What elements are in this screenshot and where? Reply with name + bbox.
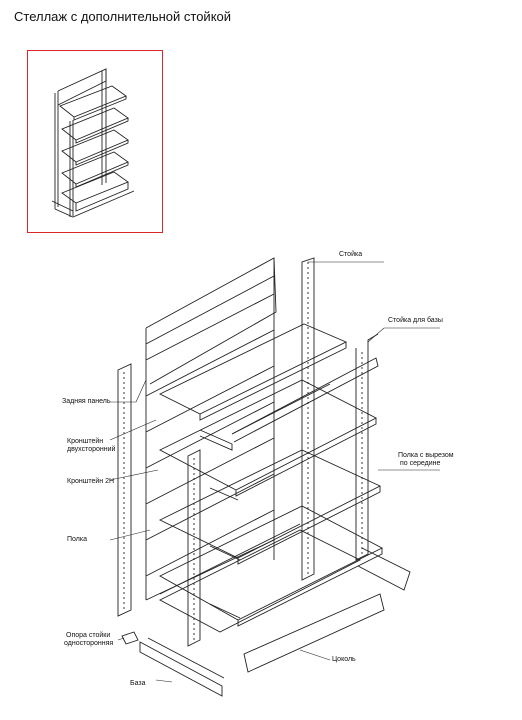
base: [139, 547, 411, 697]
callout-bracket-2h: Кронштейн 2Н: [67, 478, 115, 485]
callout-bracket-double-line2: двухсторонний: [67, 446, 116, 453]
shelves: [158, 323, 383, 633]
callout-shelf-cut-line2: по середине: [400, 460, 441, 467]
upright-base: [355, 333, 379, 561]
upright-front: [117, 363, 132, 617]
callout-support-line1: Опора стойки: [66, 632, 111, 639]
assembled-shelf-thumbnail: [51, 68, 135, 218]
exploded-shelf-drawing: [109, 257, 440, 697]
callout-base: База: [130, 680, 146, 687]
upright-rear: [301, 257, 315, 581]
preview-frame[interactable]: [27, 50, 163, 233]
callout-bracket-double-line1: Кронштейн: [67, 438, 104, 445]
callout-shelf: Полка: [67, 536, 87, 543]
support: [121, 631, 139, 645]
brackets: [199, 429, 241, 619]
callout-upright-base: Стойка для базы: [388, 317, 443, 324]
callout-support-line2: односторонняя: [64, 640, 114, 647]
callout-back-panel: Задняя панель: [62, 398, 111, 405]
page-title: Стеллаж с дополнительной стойкой: [14, 9, 232, 24]
callout-shelf-cut-line1: Полка с вырезом: [398, 452, 454, 459]
plinth: [243, 593, 385, 673]
callout-plinth: Цоколь: [332, 656, 356, 663]
callout-upright: Стойка: [339, 251, 363, 258]
